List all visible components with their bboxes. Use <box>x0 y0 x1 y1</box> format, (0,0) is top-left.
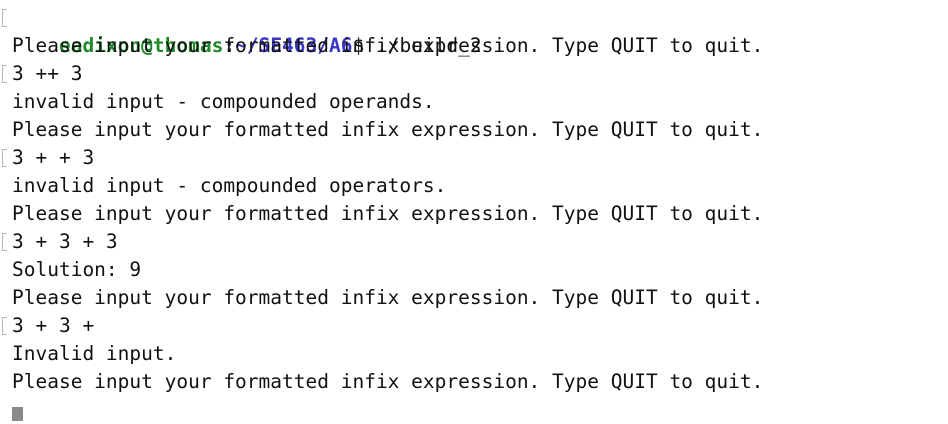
output-text: Please input your formatted infix expres… <box>12 370 764 393</box>
output-line: invalid input - compounded operators. <box>0 172 948 200</box>
output-text: Please input your formatted infix expres… <box>12 118 764 141</box>
prompt-line: eadixon@thomas:~/SE463/A6$ ./build_2 <box>0 4 948 57</box>
input-text: 3 + 3 + <box>12 314 95 337</box>
output-text: Please input your formatted infix expres… <box>12 286 764 309</box>
output-line: Please input your formatted infix expres… <box>0 32 948 60</box>
cursor-line[interactable] <box>0 396 948 424</box>
mark-bracket-icon <box>2 317 7 335</box>
output-line: Please input your formatted infix expres… <box>0 284 948 312</box>
output-line: Please input your formatted infix expres… <box>0 116 948 144</box>
prompt-path: ~/SE463/A6 <box>235 34 353 57</box>
input-line: 3 + 3 + <box>0 312 948 340</box>
output-text: Please input your formatted infix expres… <box>12 34 764 57</box>
output-line: Invalid input. <box>0 340 948 368</box>
output-line: Solution: 9 <box>0 256 948 284</box>
output-text: Please input your formatted infix expres… <box>12 202 764 225</box>
prompt-separator: : <box>223 34 236 57</box>
output-text: invalid input - compounded operands. <box>12 90 435 113</box>
output-line: invalid input - compounded operands. <box>0 88 948 116</box>
input-line: 3 + 3 + 3 <box>0 228 948 256</box>
mark-bracket-icon <box>2 233 7 251</box>
input-text: 3 + + 3 <box>12 146 95 169</box>
prompt-user-host: eadixon@thomas <box>58 34 224 57</box>
output-line: Please input your formatted infix expres… <box>0 368 948 396</box>
mark-bracket-icon <box>2 149 7 167</box>
output-text: Solution: 9 <box>12 258 142 281</box>
prompt-symbol: $ <box>352 34 365 57</box>
output-line: Please input your formatted infix expres… <box>0 200 948 228</box>
input-line: 3 + + 3 <box>0 144 948 172</box>
mark-bracket-icon <box>2 9 7 27</box>
output-text: Invalid input. <box>12 342 177 365</box>
input-text: 3 ++ 3 <box>12 62 83 85</box>
input-text: 3 + 3 + 3 <box>12 230 118 253</box>
mark-bracket-icon <box>2 65 7 83</box>
prompt-command: ./build_2 <box>364 34 482 57</box>
text-cursor[interactable] <box>12 406 23 421</box>
output-text: invalid input - compounded operators. <box>12 174 447 197</box>
input-line: 3 ++ 3 <box>0 60 948 88</box>
